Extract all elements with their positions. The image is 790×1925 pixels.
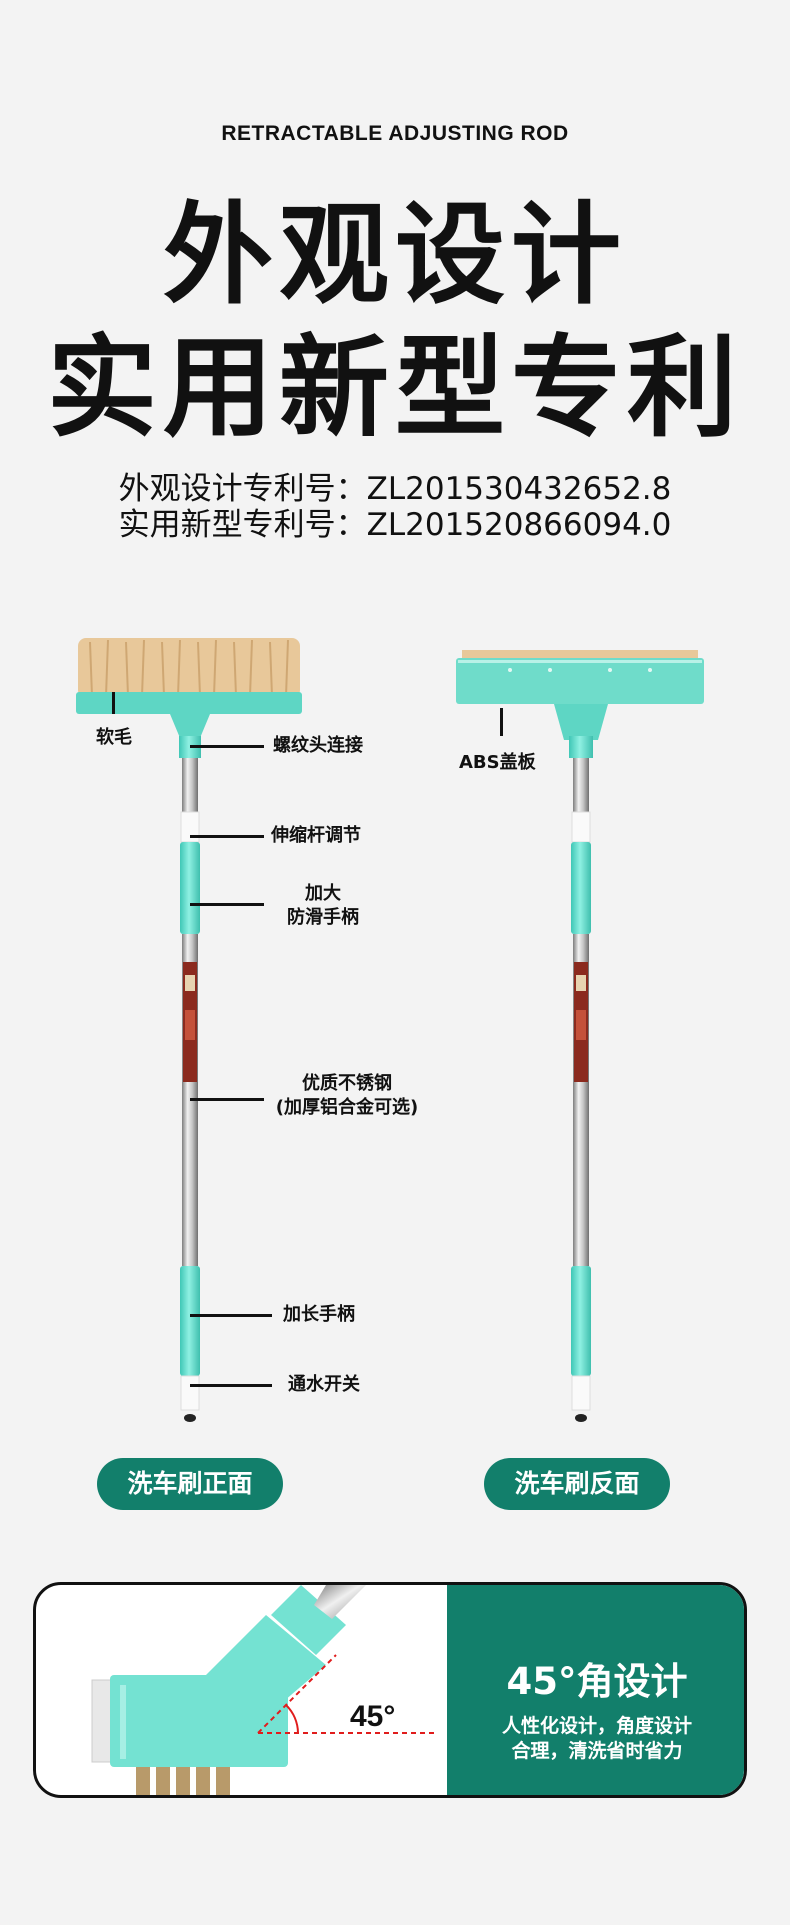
patent-number-utility: 实用新型专利号：ZL201520866094.0 (118, 507, 672, 543)
leader-abs-cover (500, 708, 503, 736)
card-subtitle-line2: 合理，清洗省时省力 (511, 1740, 683, 1762)
leader-water-switch (190, 1384, 272, 1387)
brush-back-illustration (456, 650, 704, 1422)
brush-front-illustration (76, 638, 302, 1422)
label-abs-cover: ABS盖板 (459, 752, 536, 773)
label-steel-line2: (加厚铝合金可选) (275, 1097, 419, 1118)
leader-telescopic (190, 835, 264, 838)
label-steel-line1: 优质不锈钢 (302, 1073, 392, 1094)
leader-soft-bristle (112, 692, 115, 714)
card-subtitle-line1: 人性化设计，角度设计 (501, 1715, 692, 1737)
title-line-2: 实用新型专利 (47, 324, 743, 452)
card-green-panel (447, 1585, 744, 1795)
card-title: 45°角设计 (506, 1660, 688, 1703)
leader-grip (190, 903, 264, 906)
back-view-badge: 洗车刷反面 (484, 1458, 670, 1510)
eyebrow-text: RETRACTABLE ADJUSTING ROD (221, 122, 569, 145)
label-thread-connect: 螺纹头连接 (273, 735, 363, 756)
title-line-1: 外观设计 (163, 191, 627, 319)
front-view-badge: 洗车刷正面 (97, 1458, 283, 1510)
angle-brush-illustration (91, 1585, 436, 1795)
label-long-handle: 加长手柄 (283, 1304, 355, 1325)
angle-label: 45° (350, 1700, 396, 1733)
patent-number-design: 外观设计专利号：ZL201530432652.8 (118, 471, 672, 507)
leader-long-handle (190, 1314, 272, 1317)
label-water-switch: 通水开关 (288, 1374, 360, 1395)
label-telescopic: 伸缩杆调节 (271, 825, 361, 846)
label-soft-bristle: 软毛 (96, 727, 132, 748)
label-grip-line2: 防滑手柄 (287, 907, 359, 928)
leader-steel (190, 1098, 264, 1101)
angle-feature-card: 45° 45°角设计 人性化设计，角度设计 合理，清洗省时省力 (33, 1582, 747, 1798)
label-grip-line1: 加大 (305, 883, 341, 904)
leader-thread-connect (190, 745, 264, 748)
